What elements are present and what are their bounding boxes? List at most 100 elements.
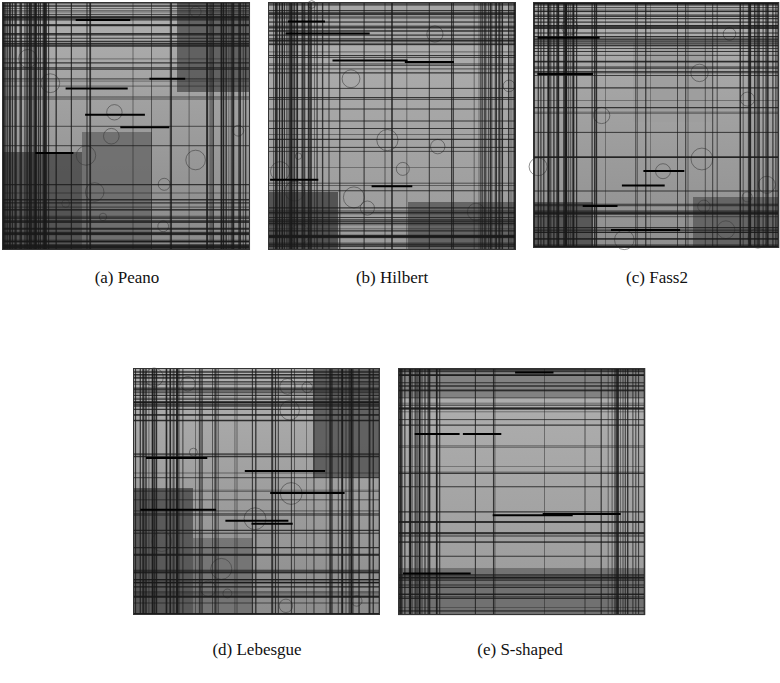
grid-line bbox=[398, 447, 645, 448]
grid-line bbox=[40, 2, 41, 250]
grid-line bbox=[152, 368, 153, 615]
grid-line bbox=[398, 594, 645, 595]
grid-line bbox=[533, 214, 779, 215]
grid-line bbox=[56, 2, 57, 250]
grid-line bbox=[570, 2, 571, 248]
grid-line bbox=[302, 2, 303, 250]
grid-line bbox=[133, 371, 380, 372]
grid-line bbox=[29, 2, 30, 250]
contour bbox=[691, 148, 713, 170]
image-ground bbox=[133, 368, 380, 615]
subfigure-caption: (d) Lebesgue bbox=[210, 640, 303, 660]
grid-line bbox=[511, 2, 512, 250]
refinement-edge bbox=[225, 520, 288, 522]
grid-line bbox=[543, 2, 544, 248]
grid-line bbox=[2, 240, 250, 241]
grid-line bbox=[533, 5, 779, 6]
grid-line bbox=[309, 2, 310, 250]
grid-line bbox=[564, 2, 565, 248]
grid-line bbox=[533, 43, 779, 44]
grid-line bbox=[373, 368, 374, 615]
grid-line bbox=[533, 48, 779, 49]
grid-line bbox=[133, 405, 380, 406]
grid-line bbox=[533, 45, 779, 46]
refinement-edge bbox=[537, 73, 593, 75]
grid-line bbox=[563, 2, 564, 248]
grid-line bbox=[398, 405, 645, 406]
grid-line bbox=[7, 2, 8, 250]
grid-line bbox=[533, 36, 779, 37]
grid-line bbox=[2, 241, 250, 242]
grid-line bbox=[775, 2, 776, 248]
contour bbox=[396, 162, 409, 175]
refinement-edge bbox=[146, 457, 207, 459]
grid-line bbox=[398, 408, 645, 409]
grid-line bbox=[2, 16, 250, 17]
grid-line bbox=[533, 3, 779, 4]
grid-line bbox=[2, 86, 250, 87]
contour bbox=[104, 128, 120, 144]
grid-line bbox=[533, 156, 779, 157]
grid-line bbox=[398, 611, 645, 612]
mesh-panel bbox=[2, 2, 250, 250]
grid-line bbox=[34, 2, 35, 250]
grid-line bbox=[437, 368, 438, 615]
grid-line bbox=[133, 570, 380, 571]
grid-line bbox=[514, 2, 515, 250]
grid-line bbox=[2, 41, 250, 42]
grid-line bbox=[268, 88, 516, 89]
grid-line bbox=[756, 2, 757, 248]
grid-line bbox=[211, 2, 212, 250]
grid-line bbox=[398, 576, 645, 577]
grid-line bbox=[533, 75, 779, 76]
grid-line bbox=[533, 27, 779, 28]
grid-line bbox=[233, 2, 234, 250]
grid-line bbox=[596, 2, 597, 248]
grid-line bbox=[754, 2, 755, 248]
grid-line bbox=[754, 2, 755, 248]
grid-line bbox=[133, 384, 380, 385]
grid-line bbox=[398, 411, 645, 412]
image-ground bbox=[398, 368, 645, 615]
grid-line bbox=[488, 2, 489, 250]
grid-line bbox=[71, 2, 72, 250]
grid-line bbox=[533, 232, 779, 233]
grid-line bbox=[29, 2, 30, 250]
grid-line bbox=[2, 246, 250, 247]
grid-line bbox=[533, 25, 779, 26]
contour bbox=[211, 558, 232, 579]
refinement-edge bbox=[252, 523, 293, 525]
subfigure-caption: (c) Fass2 bbox=[624, 268, 690, 288]
grid-line bbox=[2, 229, 250, 230]
grid-line bbox=[533, 211, 779, 212]
grid-line bbox=[573, 2, 574, 248]
grid-line bbox=[140, 368, 141, 615]
grid-line bbox=[605, 2, 606, 248]
grid-line bbox=[533, 213, 779, 214]
grid-line bbox=[533, 68, 779, 69]
grid-line bbox=[277, 2, 278, 250]
grid-line bbox=[533, 212, 779, 213]
grid-line bbox=[44, 2, 45, 250]
contour bbox=[280, 379, 296, 395]
grid-line bbox=[705, 2, 706, 248]
grid-line bbox=[133, 404, 380, 405]
grid-line bbox=[533, 11, 779, 12]
grid-line bbox=[240, 2, 241, 250]
grid-line bbox=[398, 472, 645, 473]
grid-line bbox=[677, 2, 678, 248]
grid-line bbox=[415, 368, 416, 615]
refinement-edge bbox=[405, 61, 454, 63]
grid-line bbox=[398, 598, 645, 599]
refinement-edge bbox=[415, 433, 460, 435]
refinement-edge bbox=[149, 78, 185, 80]
grid-line bbox=[290, 2, 291, 250]
grid-line bbox=[133, 401, 380, 402]
grid-line bbox=[451, 2, 452, 250]
subfigure-caption: (e) S-shaped bbox=[475, 640, 564, 660]
contour bbox=[99, 213, 106, 220]
grid-line bbox=[533, 11, 779, 12]
grid-line bbox=[533, 10, 779, 11]
refinement-edge bbox=[643, 170, 684, 172]
grid-line bbox=[133, 473, 380, 474]
